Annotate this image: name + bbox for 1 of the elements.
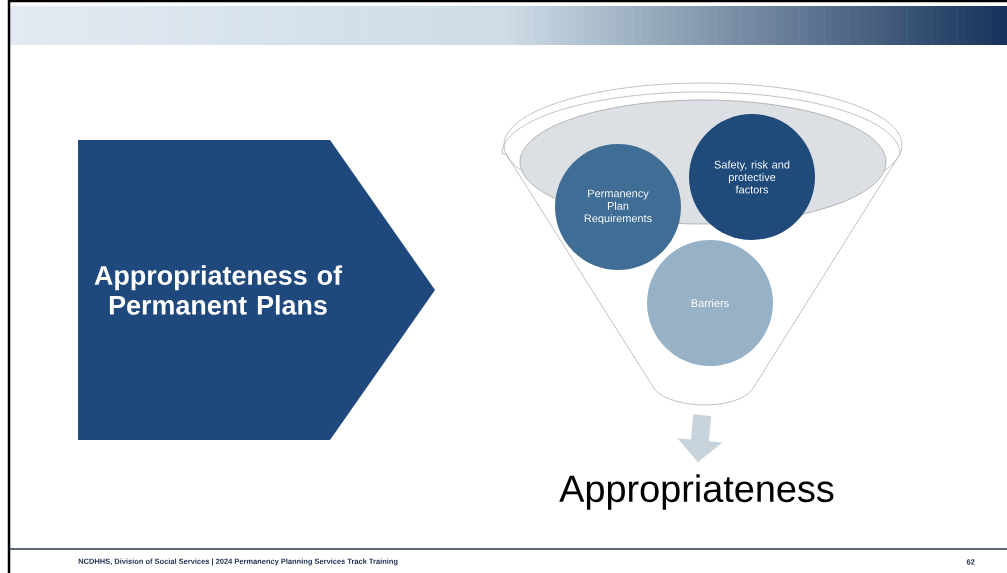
result-label: Appropriateness xyxy=(559,474,834,510)
